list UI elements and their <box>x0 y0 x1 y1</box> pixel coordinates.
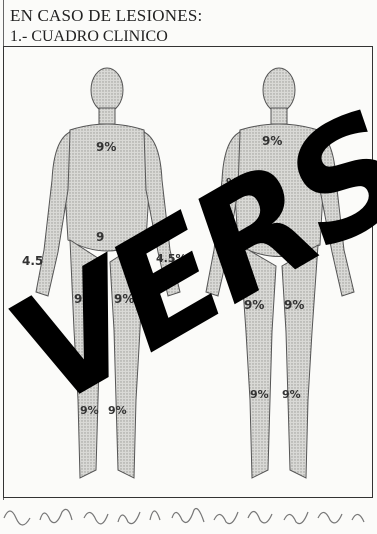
watermark-text: VERSI <box>0 66 377 430</box>
handwritten-scribble <box>0 498 377 534</box>
